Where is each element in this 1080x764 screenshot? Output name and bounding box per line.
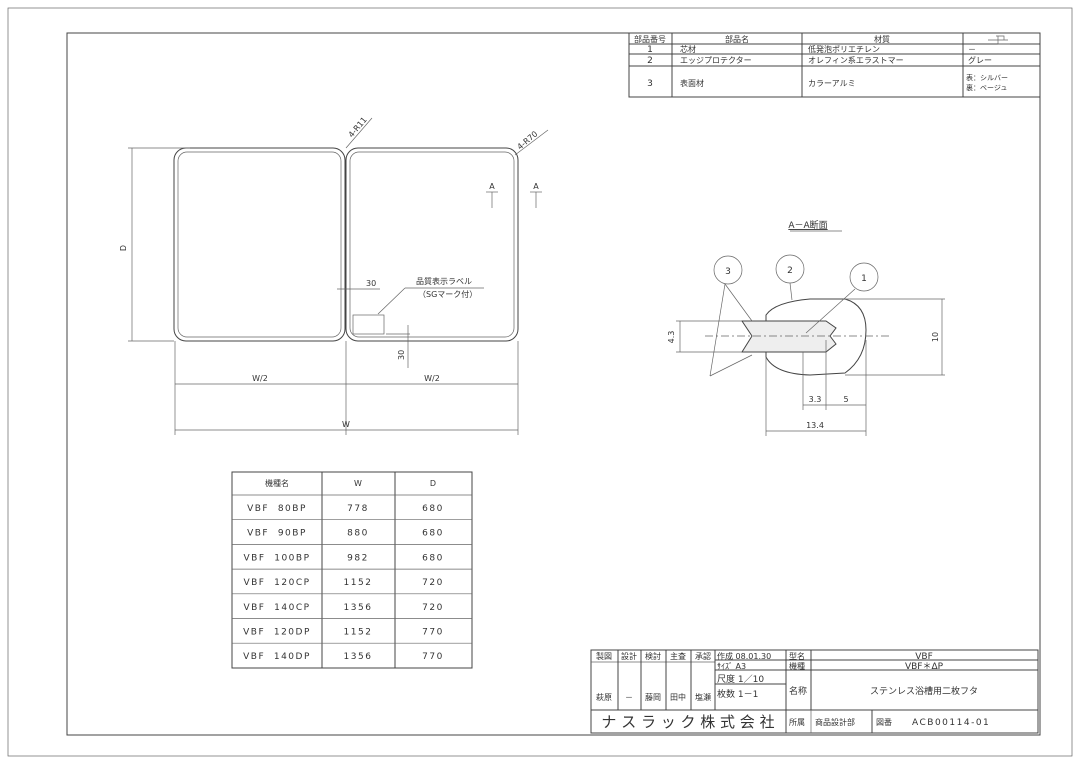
sheet-count: 枚数 1－1 xyxy=(717,688,758,700)
signer: 藤岡 xyxy=(645,692,661,702)
model-name-cell: VBF 140CP xyxy=(243,603,310,613)
section-title: A－A断面 xyxy=(788,219,827,231)
parts-table: 部品番号 部品名 材質 1 芯材 低発泡ポリエチレン － 2 エッジプロテクター… xyxy=(628,32,1041,98)
callout-3: 3 xyxy=(725,267,731,277)
model-name-cell: VBF 80BP xyxy=(247,504,307,514)
section-mark-a-left: A xyxy=(489,182,495,191)
section-mark-a-right: A xyxy=(533,182,539,191)
title-block: 製図 設計 検討 主査 承認 萩原 － 藤岡 田中 塩瀬 作成 08.01.30… xyxy=(590,649,1039,734)
half-width-dim-right: W/2 xyxy=(424,374,440,383)
width-cell: 982 xyxy=(347,553,369,563)
part-no: 1 xyxy=(647,45,653,55)
type-value: VBF xyxy=(915,652,933,662)
model-name-cell: VBF 100BP xyxy=(243,553,310,563)
callout-1: 1 xyxy=(861,274,867,284)
dim-total: 13.4 xyxy=(806,421,824,430)
dim-height: 10 xyxy=(931,332,940,342)
model-name-cell: VBF 120DP xyxy=(243,628,311,638)
company-name: ナ ス ラ ッ ク 株 式 会 社 xyxy=(601,713,774,731)
part-name: エッジプロテクター xyxy=(680,56,752,65)
quality-label-box xyxy=(352,314,385,335)
part-material: オレフィン系エラストマー xyxy=(808,55,904,65)
dim-a: 3.3 xyxy=(809,395,822,404)
model-name-cell: VBF 140DP xyxy=(243,652,311,662)
right-lid-panel xyxy=(345,147,519,342)
drawing-no: ACB00114-01 xyxy=(912,718,990,728)
signer: 萩原 xyxy=(596,692,612,702)
depth-cell: 680 xyxy=(422,529,444,539)
created-date: 作成 08.01.30 xyxy=(717,651,771,661)
width-cell: 1356 xyxy=(344,603,373,613)
scale: 尺度 1／10 xyxy=(717,673,764,685)
part-no: 2 xyxy=(647,56,653,66)
sg-mark-note: （SGマーク付） xyxy=(418,289,477,299)
drawing-frame xyxy=(66,32,1041,736)
depth-cell: 720 xyxy=(422,603,444,613)
header-part-name: 部品名 xyxy=(725,34,749,44)
header-d: D xyxy=(430,479,436,488)
width-cell: 778 xyxy=(347,504,369,514)
dim-thickness: 4.3 xyxy=(667,331,676,344)
part-no: 3 xyxy=(647,79,653,89)
dim-b: 5 xyxy=(843,395,848,404)
depth-cell: 720 xyxy=(422,578,444,588)
header-material: 材質 xyxy=(874,34,890,44)
header-w: W xyxy=(354,479,362,488)
plan-view: D W/2 W/2 W 4-R11 4-R70 A A 品質表示ラベル （SGマ… xyxy=(119,115,549,435)
width-dim-label: W xyxy=(342,420,350,429)
depth-cell: 770 xyxy=(422,628,444,638)
radius-outer-label: 4-R70 xyxy=(516,129,540,151)
dept-label: 所属 xyxy=(789,717,805,727)
signer: 田中 xyxy=(670,692,686,702)
sheet-border xyxy=(7,7,1073,757)
dept-value: 商品設計部 xyxy=(815,717,855,727)
part-material: カラーアルミ xyxy=(808,79,856,88)
header-part-no: 部品番号 xyxy=(634,34,666,44)
width-cell: 1152 xyxy=(344,578,373,588)
part-name: 芯材 xyxy=(680,44,696,54)
width-cell: 1356 xyxy=(344,652,373,662)
left-lid-panel xyxy=(173,147,346,342)
core-material xyxy=(741,320,837,353)
width-cell: 880 xyxy=(347,529,369,539)
name-value: ステンレス浴槽用二枚フタ xyxy=(870,685,978,697)
depth-cell: 680 xyxy=(422,504,444,514)
drawing-no-label: 図番 xyxy=(876,717,892,727)
part-color-front: 表：シルバー xyxy=(966,73,1008,82)
quality-label-note: 品質表示ラベル xyxy=(416,276,472,286)
part-color-back: 裏：ベージュ xyxy=(966,83,1007,92)
part-name: 表面材 xyxy=(680,78,704,88)
role-label: 設計 xyxy=(621,651,637,661)
role-label: 承認 xyxy=(695,651,711,661)
callout-2: 2 xyxy=(787,266,793,276)
depth-dim-label: D xyxy=(119,245,128,251)
role-label: 主査 xyxy=(670,651,686,661)
part-material: 低発泡ポリエチレン xyxy=(808,44,880,54)
signer: － xyxy=(625,693,633,702)
part-color: グレー xyxy=(968,55,992,65)
name-label: 名称 xyxy=(789,685,807,697)
model-name-cell: VBF 120CP xyxy=(243,578,310,588)
model-name-cell: VBF 90BP xyxy=(247,529,307,539)
role-label: 製図 xyxy=(596,651,612,661)
half-width-dim-left: W/2 xyxy=(252,374,268,383)
model-value: VBF＊ΔP xyxy=(905,662,944,672)
offset-x-dim: 30 xyxy=(366,279,376,288)
offset-y-dim: 30 xyxy=(397,350,406,360)
radius-inner-label: 4-R11 xyxy=(347,115,369,139)
color-header-icon xyxy=(988,35,1010,45)
header-model: 機種名 xyxy=(265,478,289,488)
section-view: A－A断面 3 2 1 4.3 10 3.3 5 13.4 xyxy=(667,219,945,436)
edge-protector xyxy=(765,298,867,376)
model-label: 機種 xyxy=(789,661,805,671)
paper-size: ｻｲｽﾞ A3 xyxy=(717,662,746,671)
signer: 塩瀬 xyxy=(695,692,711,702)
role-label: 検討 xyxy=(645,651,661,661)
depth-cell: 680 xyxy=(422,553,444,563)
width-cell: 1152 xyxy=(344,628,373,638)
type-label: 型名 xyxy=(789,651,805,661)
part-color: － xyxy=(968,45,976,54)
depth-cell: 770 xyxy=(422,652,444,662)
